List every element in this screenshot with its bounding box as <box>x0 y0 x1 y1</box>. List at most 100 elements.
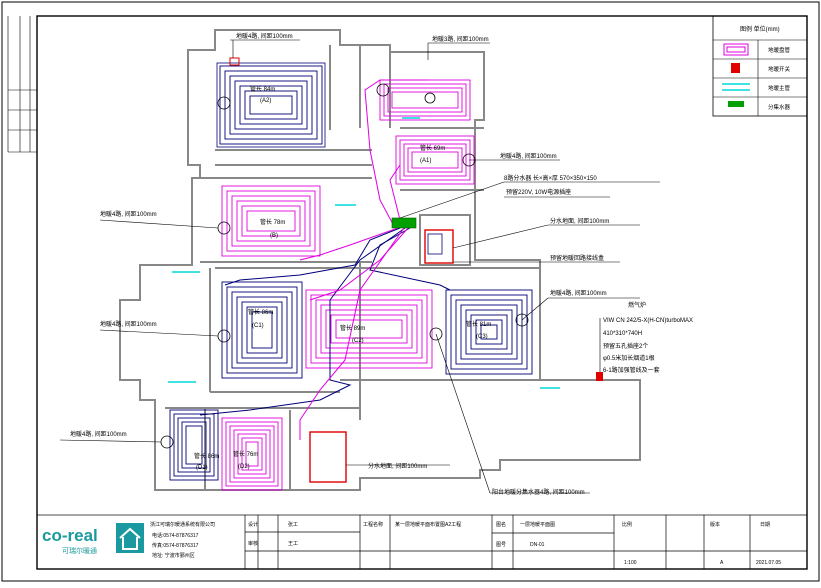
building-walls <box>119 29 641 491</box>
bathroom-coil <box>379 79 471 121</box>
coil-loop <box>234 80 308 130</box>
tb-key-4: 图号 <box>496 542 506 548</box>
coil-loop <box>177 417 211 473</box>
pink-coil-icon <box>723 43 749 56</box>
coil-loop <box>173 413 215 477</box>
room-c3-coil <box>445 289 533 375</box>
room-b-code: (B) <box>270 233 278 239</box>
boiler-line-1: 410*310*740H <box>603 331 642 337</box>
logo: co-real 可瑞尔暖通 <box>42 523 144 555</box>
coil-loop <box>330 314 408 344</box>
callout-note: 预留地暖回路接线盒 <box>550 254 604 262</box>
tb-val-7: 2021.07.05 <box>756 560 781 566</box>
coil-loop <box>225 421 279 487</box>
coil-loop <box>246 306 278 354</box>
room-c3-length: 管长 81m <box>466 320 491 328</box>
tb-val-6: A <box>720 560 724 566</box>
coil-loop <box>239 85 303 125</box>
annotation-balcony: 阳台地暖分集水器4路, 间距100mm <box>492 488 585 496</box>
legend-label-2: 地暖主管 <box>768 84 791 92</box>
coil-loop <box>246 210 296 232</box>
coil-loop <box>229 425 275 483</box>
coil-loop <box>249 95 293 115</box>
boiler-line-3: φ0.5米加长烟道1根 <box>603 354 655 362</box>
company-line-2: 地址: 宁波市鄞州区 <box>152 552 195 559</box>
coil-loop <box>237 433 267 475</box>
room-d2-code: (D2) <box>238 464 250 470</box>
coil-loop <box>480 324 498 340</box>
coil-loop <box>229 75 313 135</box>
cyan-pipe-icon <box>722 83 750 91</box>
legend-header: 图例 单位(mm) <box>740 25 780 33</box>
coil-loop <box>224 70 318 140</box>
room-c3-code: (C3) <box>476 334 488 340</box>
tb-val-3: 一层地暖平面图 <box>520 521 555 528</box>
company-line-0: 电话:0574-87876317 <box>152 532 199 539</box>
room-a2-coil <box>219 65 323 145</box>
room-d1-code: (D1) <box>196 465 208 471</box>
tb-key-2: 工程名称 <box>363 521 383 528</box>
coil-loop <box>403 143 467 177</box>
room-b-length: 管长 78m <box>260 218 285 226</box>
coil-loop <box>244 90 298 120</box>
annotation-bath-bottom: 分水地面, 间距100mm <box>368 462 427 470</box>
coil-loop <box>305 289 433 369</box>
room-c2-coil <box>305 289 433 369</box>
coil-loop <box>226 286 298 374</box>
room-c1-length: 管长 86m <box>248 308 273 316</box>
room-c1-coil <box>221 281 303 379</box>
tb-val-0: 张工 <box>288 521 298 528</box>
valve-circles <box>160 83 529 449</box>
coil-loop <box>241 301 283 359</box>
room-d2-coil <box>221 417 283 491</box>
inner-border <box>36 15 808 570</box>
main-pipes-pink <box>299 79 430 440</box>
annotation-b: 地暖4路, 间距100mm <box>100 210 157 218</box>
coil-loop <box>470 314 508 350</box>
coil-loop <box>320 304 418 354</box>
legend-table: 图例 单位(mm) 地暖盘管 地暖开关 地暖主管 分集水器 <box>712 15 808 117</box>
boiler-line-0: VIW CN 242/5-X(H-CN)turboMAX <box>603 318 693 324</box>
coil-loop <box>219 65 323 145</box>
coil-loop <box>445 289 533 375</box>
coil-loop <box>251 311 273 349</box>
coil-loop <box>241 205 301 237</box>
coil-loop <box>233 429 271 479</box>
coil-loop <box>411 151 459 169</box>
manifold-power: 预留220V, 10W电源插座 <box>506 188 571 196</box>
coil-loop <box>241 437 263 471</box>
legend-label-0: 地暖盘管 <box>768 46 791 54</box>
coil-loop <box>231 195 311 247</box>
coil-loop <box>226 190 316 252</box>
coil-loop <box>460 304 518 360</box>
room-d2-length: 管长 76m <box>233 450 258 458</box>
coil-loop <box>455 299 523 365</box>
coil-loop <box>387 87 463 113</box>
coil-loop <box>231 291 293 369</box>
room-c2-code: (C2) <box>352 338 364 344</box>
coil-loop <box>245 441 259 467</box>
annotation-d1: 地暖4路, 间距100mm <box>70 430 127 438</box>
left-binding-strip <box>7 16 37 153</box>
coil-loop <box>181 421 207 469</box>
coil-loop <box>315 299 423 359</box>
room-d1-coil <box>169 409 219 481</box>
manifold-box <box>391 217 417 229</box>
coil-loop <box>335 319 403 339</box>
company-line-1: 传真:0574-87876317 <box>152 542 199 549</box>
tb-key-6: 版本 <box>710 521 720 528</box>
title-block <box>36 514 808 570</box>
boiler-line-2: 预留五孔插座2个 <box>603 342 648 350</box>
switch-a2 <box>229 57 240 66</box>
coil-loop <box>185 425 203 465</box>
green-manifold-icon <box>728 101 744 107</box>
company-name: 浙江可瑞尔暖通系统有限公司 <box>150 521 215 528</box>
room-a2-length: 管长 84m <box>250 85 275 93</box>
bathroom-red-box <box>309 431 347 483</box>
logo-sub: 可瑞尔暖通 <box>62 546 97 555</box>
room-a1-length: 管长 69m <box>420 144 445 152</box>
coil-loop <box>221 417 283 491</box>
annotation-a1: 地暖4路, 间距100mm <box>500 152 557 160</box>
coil-loop <box>236 296 288 364</box>
